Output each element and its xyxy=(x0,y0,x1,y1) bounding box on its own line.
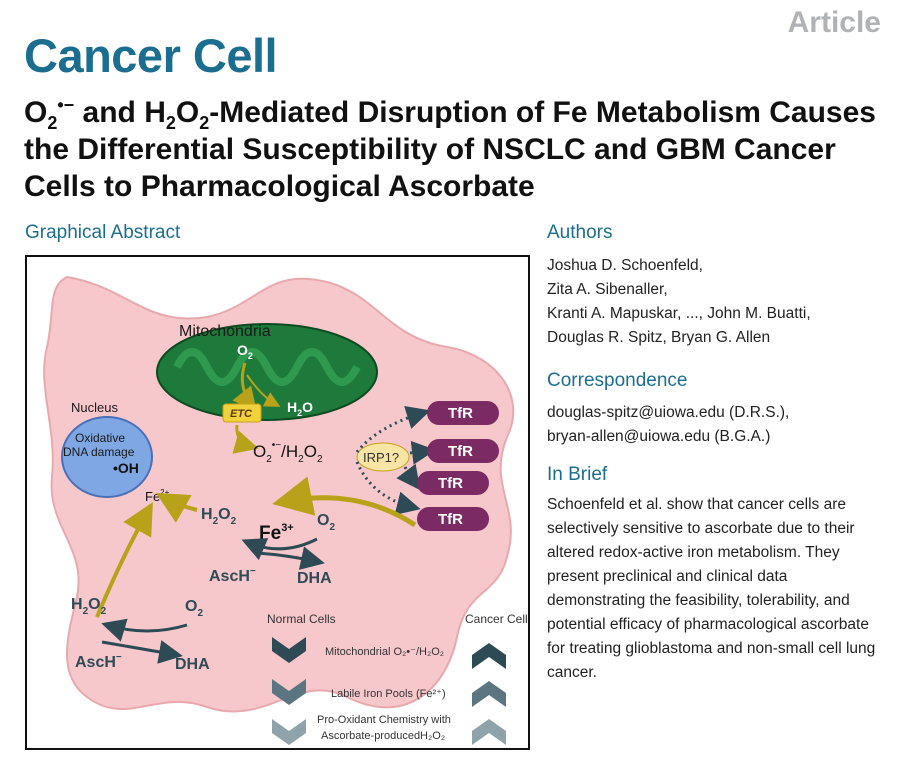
tfr-label: TfR xyxy=(438,475,463,492)
cancer-cells-label: Cancer Cells xyxy=(465,612,528,626)
in-brief-heading: In Brief xyxy=(547,464,608,485)
title-sub: 2 xyxy=(47,113,58,133)
asch-low-label: AscH xyxy=(75,654,116,671)
ros-rest: /H xyxy=(281,442,298,461)
nucleus-line2: DNA damage xyxy=(63,445,135,459)
ros-o: O xyxy=(253,442,266,461)
author-line[interactable]: Kranti A. Mapuskar, ..., John M. Buatti, xyxy=(547,305,811,322)
article-title: O2•− and H2O2-Mediated Disruption of Fe … xyxy=(24,94,884,205)
author-line[interactable]: Joshua D. Schoenfeld, xyxy=(547,257,703,274)
normal-chevron xyxy=(272,719,306,745)
fe3-sup: 3+ xyxy=(281,522,294,534)
h2o2-mid-sub2: 2 xyxy=(231,516,237,527)
normal-cells-label: Normal Cells xyxy=(267,612,336,626)
title-part: O xyxy=(175,96,200,129)
svg-text:O2: O2 xyxy=(185,598,203,619)
cancer-chevron xyxy=(472,681,506,707)
tfr-label: TfR xyxy=(438,511,463,528)
h2o2-low-sub2: 2 xyxy=(101,606,107,617)
fe2-sup: 2+ xyxy=(160,488,169,497)
title-part: and H xyxy=(74,96,166,129)
email-link[interactable]: bryan-allen@uiowa.edu (B.G.A.) xyxy=(547,428,771,445)
svg-text:O2: O2 xyxy=(317,512,335,533)
tfr-label: TfR xyxy=(448,443,473,460)
nucleus-shape xyxy=(61,416,153,498)
h2o2-mid-h: H xyxy=(201,506,213,523)
title-sup: •− xyxy=(57,95,75,115)
graphical-abstract-heading: Graphical Abstract xyxy=(25,222,181,243)
tfr-receptor: TfR xyxy=(417,507,489,531)
fe3-label: Fe xyxy=(259,523,281,544)
tfr-receptor: TfR xyxy=(427,401,499,425)
authors-heading: Authors xyxy=(547,222,613,243)
article-type-label: Article xyxy=(787,6,881,39)
h2o-end: O xyxy=(302,399,313,415)
o2-low-label: O xyxy=(185,598,197,615)
cancer-chevron xyxy=(472,719,506,745)
comparison-row-1: Mitochondrial O₂•⁻/H₂O₂ xyxy=(325,646,444,658)
dha-mid-label: DHA xyxy=(297,570,332,587)
svg-text:AscH−: AscH− xyxy=(75,652,122,671)
comparison-row-2: Labile Iron Pools (Fe²⁺) xyxy=(331,688,446,700)
svg-text:O2: O2 xyxy=(237,342,253,361)
h2o2-low-o: O xyxy=(88,596,100,613)
dha-low-label: DHA xyxy=(175,656,210,673)
svg-text:Fe3+: Fe3+ xyxy=(259,522,294,544)
o2-mito-label: O xyxy=(237,342,248,358)
o2-mito-sub: 2 xyxy=(248,351,253,361)
graphical-abstract-figure[interactable]: Mitochondria O2 ETC H2O O2•−/H2O2 IRP1? … xyxy=(25,255,530,750)
irp1-bubble xyxy=(356,442,410,472)
ros-sub: 2 xyxy=(266,454,272,465)
tfr-label: TfR xyxy=(448,405,473,422)
title-part: O xyxy=(24,96,48,129)
ros-sub3: 2 xyxy=(317,454,323,465)
h2o2-mid-sub: 2 xyxy=(213,516,219,527)
etc-label: ETC xyxy=(230,408,253,420)
journal-name[interactable]: Cancer Cell xyxy=(24,29,278,82)
h2o-sub: 2 xyxy=(297,408,302,418)
o2-low-sub: 2 xyxy=(197,608,203,619)
ros-sub2: 2 xyxy=(298,454,304,465)
normal-chevron xyxy=(272,679,306,705)
normal-chevron xyxy=(272,637,306,663)
svg-text:H2O2: H2O2 xyxy=(201,506,237,527)
svg-text:H2O2: H2O2 xyxy=(71,596,107,617)
email-link[interactable]: douglas-spitz@uiowa.edu (D.R.S.), xyxy=(547,404,790,421)
tfr-receptor: TfR xyxy=(427,439,499,463)
author-line[interactable]: Zita A. Sibenaller, xyxy=(547,281,668,298)
mitochondria-label: Mitochondria xyxy=(179,323,271,340)
h2o-label: H xyxy=(287,399,297,415)
fe2-label: Fe xyxy=(145,489,160,504)
asch-low-sup: − xyxy=(116,652,122,663)
svg-text:O2•−/H2O2: O2•−/H2O2 xyxy=(253,440,323,465)
h2o2-low-sub: 2 xyxy=(83,606,89,617)
h2o2-low-h: H xyxy=(71,596,83,613)
etc-box xyxy=(222,403,262,423)
author-line[interactable]: Douglas R. Spitz, Bryan G. Allen xyxy=(547,329,771,346)
tfr-receptor: TfR xyxy=(417,471,489,495)
svg-text:AscH−: AscH− xyxy=(209,566,256,585)
comparison-row-3a: Pro-Oxidant Chemistry with xyxy=(317,714,451,726)
ros-sup: •− xyxy=(272,440,282,451)
svg-text:H2O: H2O xyxy=(287,399,313,418)
nucleus-label: Nucleus xyxy=(71,400,118,415)
correspondence-list: douglas-spitz@uiowa.edu (D.R.S.), bryan-… xyxy=(547,401,789,449)
oh-radical-label: •OH xyxy=(113,460,139,476)
ros-o2: O xyxy=(304,442,317,461)
irp1-label: IRP1? xyxy=(363,450,399,465)
o2-mid-label: O xyxy=(317,512,329,529)
title-sub: 2 xyxy=(165,113,176,133)
authors-list: Joshua D. Schoenfeld, Zita A. Sibenaller… xyxy=(547,254,811,350)
title-part: -Mediated Disruption of Fe Metabolism Ca… xyxy=(24,96,876,203)
o2-mid-sub: 2 xyxy=(329,522,335,533)
in-brief-text: Schoenfeld et al. show that cancer cells… xyxy=(547,496,876,681)
nucleus-line1: Oxidative xyxy=(75,431,125,445)
comparison-row-3b: Ascorbate-producedH₂O₂ xyxy=(321,730,445,742)
title-sub: 2 xyxy=(199,113,210,133)
correspondence-heading: Correspondence xyxy=(547,370,688,391)
asch-mid-label: AscH xyxy=(209,568,250,585)
cancer-chevron xyxy=(472,643,506,669)
h2o2-mid-o: O xyxy=(218,506,230,523)
asch-mid-sup: − xyxy=(250,566,256,577)
